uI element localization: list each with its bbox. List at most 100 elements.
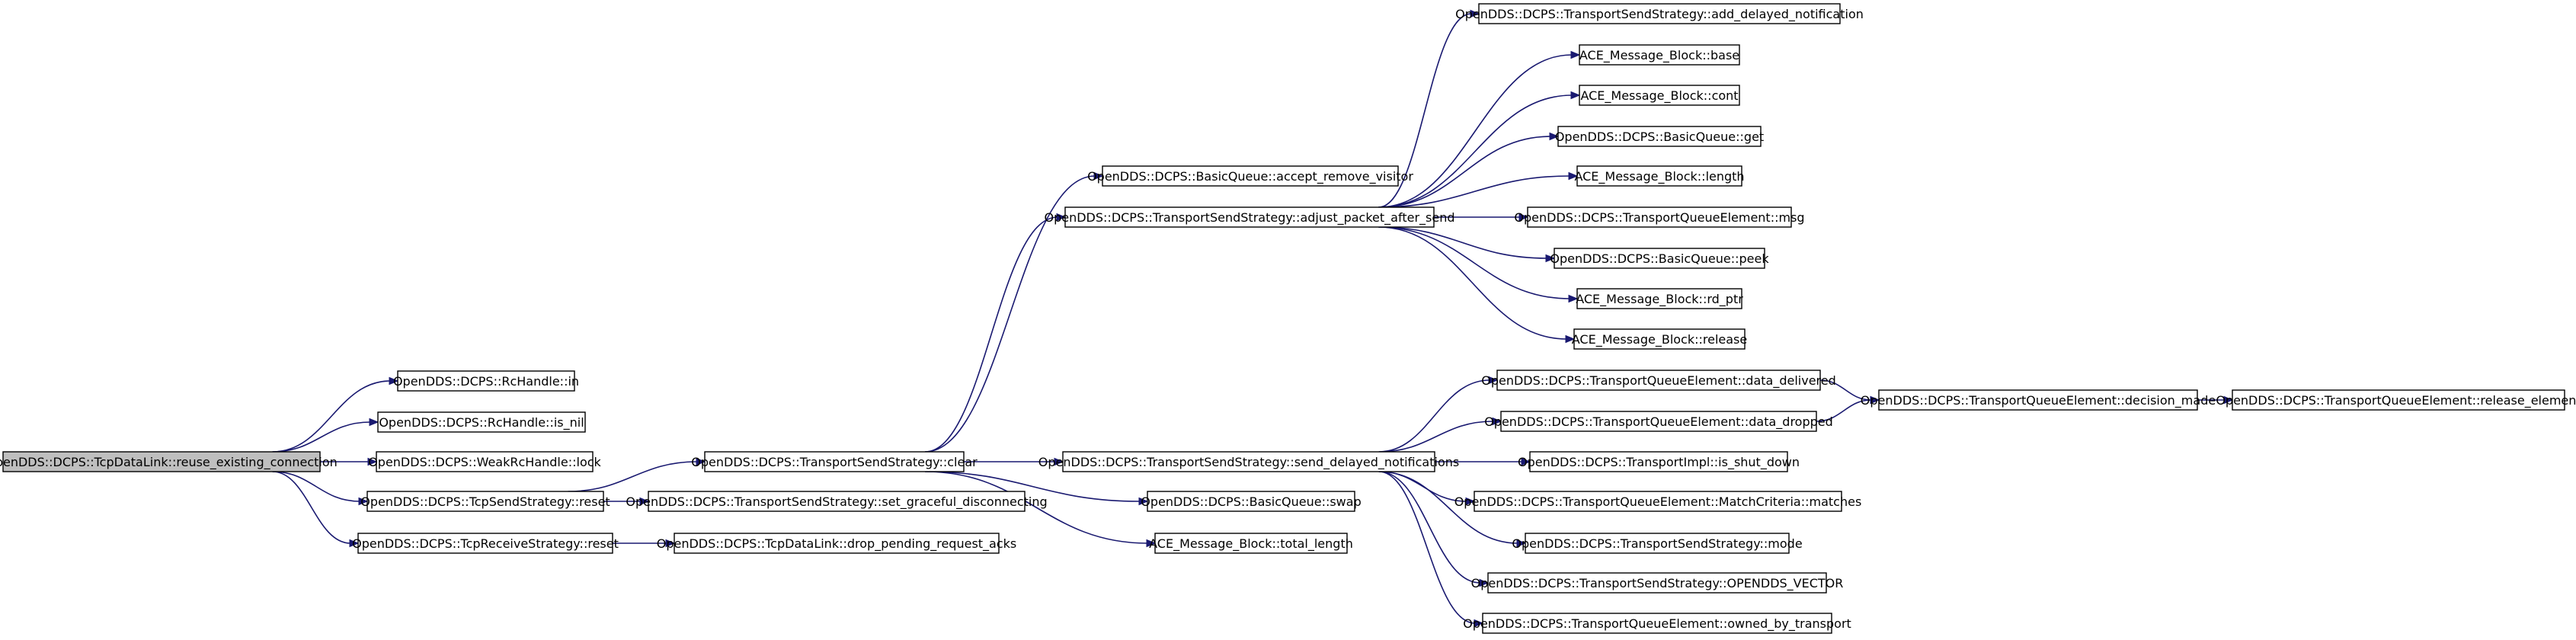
arrowhead-icon	[1146, 539, 1157, 548]
edge-line	[1378, 379, 1490, 453]
node-rc-in[interactable]: OpenDDS::DCPS::RcHandle::in	[393, 370, 579, 392]
node-label: OpenDDS::DCPS::TransportQueueElement::ow…	[1463, 616, 1851, 632]
edge-line	[1378, 226, 1547, 259]
arrowhead-icon	[1093, 171, 1104, 181]
arrowhead-icon	[1492, 417, 1502, 426]
node-decision-made[interactable]: OpenDDS::DCPS::TransportQueueElement::de…	[1861, 389, 2216, 411]
node-amb-length[interactable]: ACE_Message_Block::length	[1574, 165, 1745, 187]
node-label: OpenDDS::DCPS::RcHandle::in	[393, 374, 579, 389]
node-label: ACE_Message_Block::total_length	[1149, 536, 1353, 552]
arrowhead-icon	[1521, 457, 1531, 466]
arrowhead-icon	[1570, 91, 1581, 100]
node-adjust-packet[interactable]: OpenDDS::DCPS::TransportSendStrategy::ad…	[1045, 206, 1455, 228]
node-box	[648, 491, 1026, 512]
nodes-layer: OpenDDS::DCPS::TcpDataLink::reuse_existi…	[0, 3, 2576, 634]
node-weak-lock[interactable]: OpenDDS::DCPS::WeakRcHandle::lock	[368, 451, 602, 472]
node-amb-cont[interactable]: ACE_Message_Block::cont	[1579, 85, 1740, 106]
edge-adjust-packet-to-tqe-msg	[1434, 213, 1529, 222]
node-bq-peek[interactable]: OpenDDS::DCPS::BasicQueue::peek	[1550, 248, 1769, 269]
node-opendds-vector[interactable]: OpenDDS::DCPS::TransportSendStrategy::OP…	[1471, 572, 1844, 594]
edge-adjust-packet-to-amb-release	[1378, 226, 1576, 344]
node-tss-mode[interactable]: OpenDDS::DCPS::TransportSendStrategy::mo…	[1512, 533, 1803, 554]
node-box	[2232, 389, 2565, 411]
node-tss-clear[interactable]: OpenDDS::DCPS::TransportSendStrategy::cl…	[691, 451, 978, 472]
edge-data-dropped-to-decision-made	[1816, 395, 1880, 422]
node-release-element[interactable]: OpenDDS::DCPS::TransportQueueElement::re…	[2216, 389, 2576, 411]
node-box	[1487, 572, 1827, 594]
node-box	[1878, 389, 2198, 411]
arrowhead-icon	[1568, 171, 1579, 181]
node-rc-is-nil[interactable]: OpenDDS::DCPS::RcHandle::is_nil	[377, 411, 586, 433]
edge-adjust-packet-to-amb-length	[1378, 171, 1579, 208]
edge-line	[1378, 94, 1573, 208]
edge-line	[1378, 471, 1518, 544]
arrowhead-icon	[2223, 395, 2234, 405]
node-is-shut-down[interactable]: OpenDDS::DCPS::TransportImpl::is_shut_do…	[1518, 451, 1800, 472]
node-label: OpenDDS::DCPS::RcHandle::is_nil	[379, 415, 584, 430]
node-data-delivered[interactable]: OpenDDS::DCPS::TransportQueueElement::da…	[1481, 370, 1836, 391]
arrowhead-icon	[639, 497, 650, 506]
node-box	[1062, 451, 1435, 472]
node-box	[1064, 206, 1435, 228]
node-box	[1525, 533, 1790, 554]
node-label: OpenDDS::DCPS::TransportImpl::is_shut_do…	[1518, 455, 1800, 470]
node-label: OpenDDS::DCPS::TransportSendStrategy::OP…	[1471, 576, 1844, 591]
node-label: OpenDDS::DCPS::TcpDataLink::reuse_existi…	[0, 455, 338, 470]
edge-tss-clear-to-adjust-packet	[924, 213, 1067, 453]
edge-line	[1378, 13, 1472, 208]
edge-line	[924, 175, 1096, 453]
arrowhead-icon	[389, 376, 399, 386]
node-owned-by[interactable]: OpenDDS::DCPS::TransportQueueElement::ow…	[1463, 613, 1851, 634]
node-box	[704, 451, 965, 472]
arrowhead-icon	[1516, 539, 1527, 548]
node-label: OpenDDS::DCPS::TcpDataLink::drop_pending…	[657, 536, 1017, 552]
arrowhead-icon	[349, 539, 360, 548]
edge-line	[272, 380, 391, 453]
node-accept-remove[interactable]: OpenDDS::DCPS::BasicQueue::accept_remove…	[1087, 165, 1413, 187]
node-add-delayed[interactable]: OpenDDS::DCPS::TransportSendStrategy::ad…	[1455, 3, 1864, 24]
node-reuse[interactable]: OpenDDS::DCPS::TcpDataLink::reuse_existi…	[0, 451, 338, 472]
node-bq-get[interactable]: OpenDDS::DCPS::BasicQueue::get	[1555, 126, 1764, 147]
node-tqe-msg[interactable]: OpenDDS::DCPS::TransportQueueElement::ms…	[1514, 206, 1805, 228]
node-amb-base[interactable]: ACE_Message_Block::base	[1579, 44, 1740, 66]
edge-send-delayed-to-data-dropped	[1378, 417, 1502, 453]
node-box	[1102, 165, 1399, 187]
node-set-graceful[interactable]: OpenDDS::DCPS::TransportSendStrategy::se…	[626, 491, 1048, 512]
edge-adjust-packet-to-bq-get	[1378, 132, 1560, 208]
edge-tss-clear-to-accept-remove	[924, 171, 1104, 453]
edge-tcp-send-reset-to-tss-clear	[568, 457, 706, 492]
node-box	[376, 451, 594, 472]
edges-layer	[272, 9, 2234, 628]
edge-tcp-recv-reset-to-drop-pending	[613, 539, 676, 548]
arrowhead-icon	[1549, 132, 1560, 141]
edge-tss-clear-to-total-length	[924, 471, 1157, 548]
edge-line	[568, 461, 698, 492]
edge-tss-clear-to-bq-swap	[924, 471, 1149, 506]
node-tcp-send-reset[interactable]: OpenDDS::DCPS::TcpSendStrategy::reset	[360, 491, 610, 512]
edge-send-delayed-to-is-shut-down	[1435, 457, 1531, 466]
node-data-dropped[interactable]: OpenDDS::DCPS::TransportQueueElement::da…	[1484, 411, 1833, 432]
node-matches[interactable]: OpenDDS::DCPS::TransportQueueElement::Ma…	[1454, 491, 1862, 512]
node-label: OpenDDS::DCPS::TransportQueueElement::Ma…	[1454, 494, 1862, 509]
node-amb-rd-ptr[interactable]: ACE_Message_Block::rd_ptr	[1576, 288, 1743, 309]
node-tcp-recv-reset[interactable]: OpenDDS::DCPS::TcpReceiveStrategy::reset	[352, 533, 619, 554]
node-label: ACE_Message_Block::cont	[1580, 88, 1738, 104]
arrowhead-icon	[1479, 578, 1490, 587]
edge-decision-made-to-release-element	[2197, 395, 2234, 405]
node-bq-swap[interactable]: OpenDDS::DCPS::BasicQueue::swap	[1141, 491, 1362, 512]
node-amb-release[interactable]: ACE_Message_Block::release	[1572, 328, 1747, 350]
arrowhead-icon	[367, 457, 378, 466]
node-send-delayed[interactable]: OpenDDS::DCPS::TransportSendStrategy::se…	[1038, 451, 1459, 472]
node-box	[1147, 491, 1355, 512]
edge-line	[1378, 226, 1570, 299]
node-drop-pending[interactable]: OpenDDS::DCPS::TcpDataLink::drop_pending…	[657, 533, 1017, 554]
arrowhead-icon	[1138, 497, 1149, 506]
node-box	[674, 533, 1000, 554]
node-label: OpenDDS::DCPS::TransportSendStrategy::se…	[626, 494, 1047, 510]
edge-adjust-packet-to-bq-peek	[1378, 226, 1556, 263]
node-label: OpenDDS::DCPS::TransportSendStrategy::ad…	[1455, 7, 1864, 22]
node-total-length[interactable]: ACE_Message_Block::total_length	[1149, 533, 1353, 554]
node-label: OpenDDS::DCPS::TransportSendStrategy::se…	[1038, 455, 1459, 470]
node-label: OpenDDS::DCPS::TransportSendStrategy::mo…	[1512, 536, 1802, 551]
